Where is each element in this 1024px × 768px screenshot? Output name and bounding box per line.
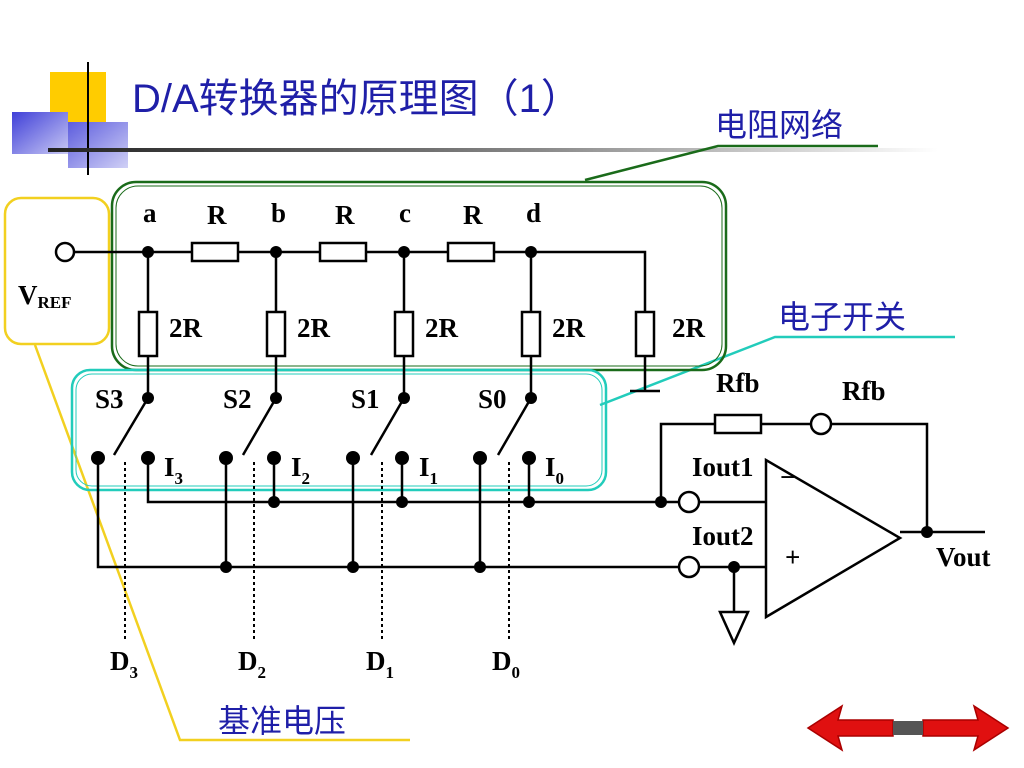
switch-label-s3: S3 [95,384,124,414]
series-resistor-label: R [335,200,355,230]
electronic-switch-box [70,368,608,492]
vref-terminal [54,241,76,263]
data-bit-d0: D0 [492,646,520,682]
reference-voltage-leader [33,344,410,742]
reference-voltage-label: 基准电压 [218,702,346,740]
iout1-junction [655,496,667,508]
data-bit-controls: D3 D2 D1 D0 [110,462,520,682]
control-line [124,462,510,640]
opamp-noninverting-sign: + [785,542,800,572]
node-label-b: b [271,198,286,228]
resistor-network-box-inner [115,185,723,367]
switch-blade [112,397,533,456]
opamp-triangle [764,457,903,620]
series-resistor-label: R [207,200,227,230]
switch-array: S3 S2 S1 S0 I3 I2 I1 I0 [91,384,564,488]
bus-junction [220,561,232,573]
ground-termination [630,356,660,393]
iout1-bus [146,458,680,504]
arrow-right-icon [922,704,1010,752]
ground-symbol [718,610,750,647]
resistor-network-leader [584,144,878,182]
iout1-label: Iout1 [692,452,754,482]
node-label-d: d [526,198,541,228]
output-junction [921,526,933,538]
vref-label: VREF [18,280,72,312]
rfb-terminal-label: Rfb [842,376,886,406]
bus-junction [474,561,486,573]
next-slide-button[interactable] [922,704,1010,752]
feedback-path [659,422,929,532]
iout1-terminal [677,490,701,514]
opamp-inverting-sign: − [780,462,795,492]
switch-label-s0: S0 [478,384,507,414]
shunt-resistor [393,310,415,358]
bus-junction [268,496,280,508]
rfb-resistor-label: Rfb [716,368,760,398]
shunt-resistor [265,310,287,358]
current-label-i2: I2 [291,452,310,488]
electronic-switch-label: 电子开关 [778,298,906,336]
nav-separator [893,721,923,735]
current-label-i0: I0 [545,452,564,488]
data-bit-d2: D2 [238,646,266,682]
resistor-ladder: R R R a b c d 2R 2R 2R 2R 2R [74,198,706,398]
shunt-resistor-label: 2R [169,313,203,343]
bus-junction [347,561,359,573]
bus-junction [523,496,535,508]
title-decoration [12,62,938,175]
node-label-c: c [399,198,411,228]
iout2-terminal [677,555,701,579]
shunt-resistor-label: 2R [672,313,706,343]
shunt-resistor-label: 2R [552,313,586,343]
opamp-section: Rfb Rfb Iout1 Iout2 − + Vout [655,368,991,647]
series-resistor-label: R [463,200,483,230]
bus-junction [396,496,408,508]
feedback-resistor [713,413,763,435]
shunt-resistor [137,310,159,358]
electronic-switch-box-inner [75,373,603,487]
switch-label-s2: S2 [223,384,252,414]
arrow-left-icon [806,704,894,752]
shunt-resistor-label: 2R [425,313,459,343]
switch-label-s1: S1 [351,384,380,414]
data-bit-d1: D1 [366,646,394,682]
current-buses [96,458,680,573]
node-label-a: a [143,198,157,228]
prev-slide-button[interactable] [806,704,894,752]
electronic-switch-leader [599,335,955,407]
resistor-network-label: 电阻网络 [715,106,843,144]
resistor-network-box [110,180,728,372]
vout-label: Vout [936,542,991,572]
series-resistor [446,241,496,263]
current-label-i3: I3 [164,452,183,488]
rfb-terminal [809,412,833,436]
iout2-label: Iout2 [692,521,754,551]
current-label-i1: I1 [419,452,438,488]
iout2-bus [96,458,680,569]
slide-title: D/A转换器的原理图（1） [132,77,581,121]
series-resistor [190,241,240,263]
series-resistor [318,241,368,263]
shunt-resistor-label: 2R [297,313,331,343]
shunt-resistor [634,310,656,358]
shunt-resistor [520,310,542,358]
reference-voltage-box [3,196,111,346]
data-bit-d3: D3 [110,646,138,682]
